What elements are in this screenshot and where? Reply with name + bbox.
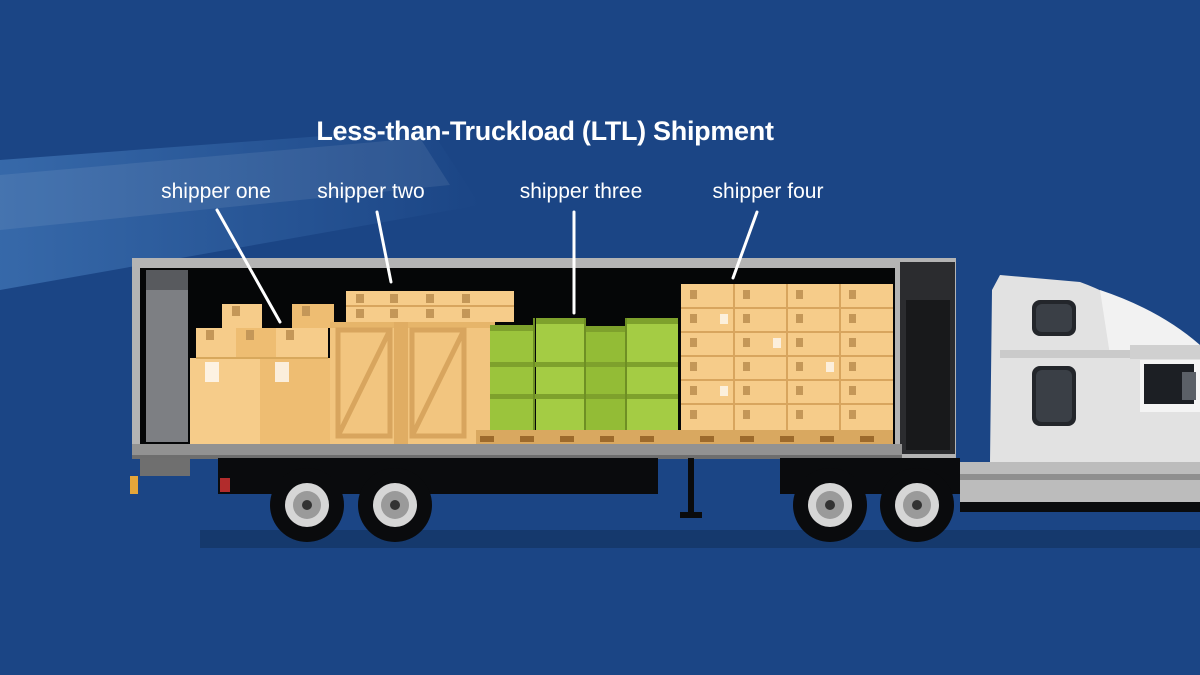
diagram-title: Less-than-Truckload (LTL) Shipment [316, 116, 774, 146]
wheels [270, 468, 954, 542]
light-beam [0, 128, 480, 290]
pointer-shipper-four [731, 210, 759, 280]
pointer-shipper-one [215, 208, 282, 324]
light-beam-bright [0, 138, 450, 230]
shipper-two-cargo [330, 291, 514, 444]
label-shipper-two: shipper two [317, 180, 425, 203]
shipper-four-cargo [681, 284, 893, 444]
label-shipper-three: shipper three [519, 180, 643, 203]
wheel [793, 468, 867, 542]
wheel [270, 468, 344, 542]
pointer-lines [215, 208, 759, 324]
shipper-one-cargo [190, 304, 334, 444]
label-shipper-one: shipper one [161, 180, 271, 203]
pallets [480, 436, 874, 442]
shipper-three-cargo [476, 318, 682, 444]
wheel [880, 468, 954, 542]
wheel [358, 468, 432, 542]
ground-shadow [200, 530, 1200, 548]
pointer-shipper-two [375, 210, 393, 284]
truck-cab [960, 275, 1200, 512]
label-shipper-four: shipper four [712, 180, 824, 203]
